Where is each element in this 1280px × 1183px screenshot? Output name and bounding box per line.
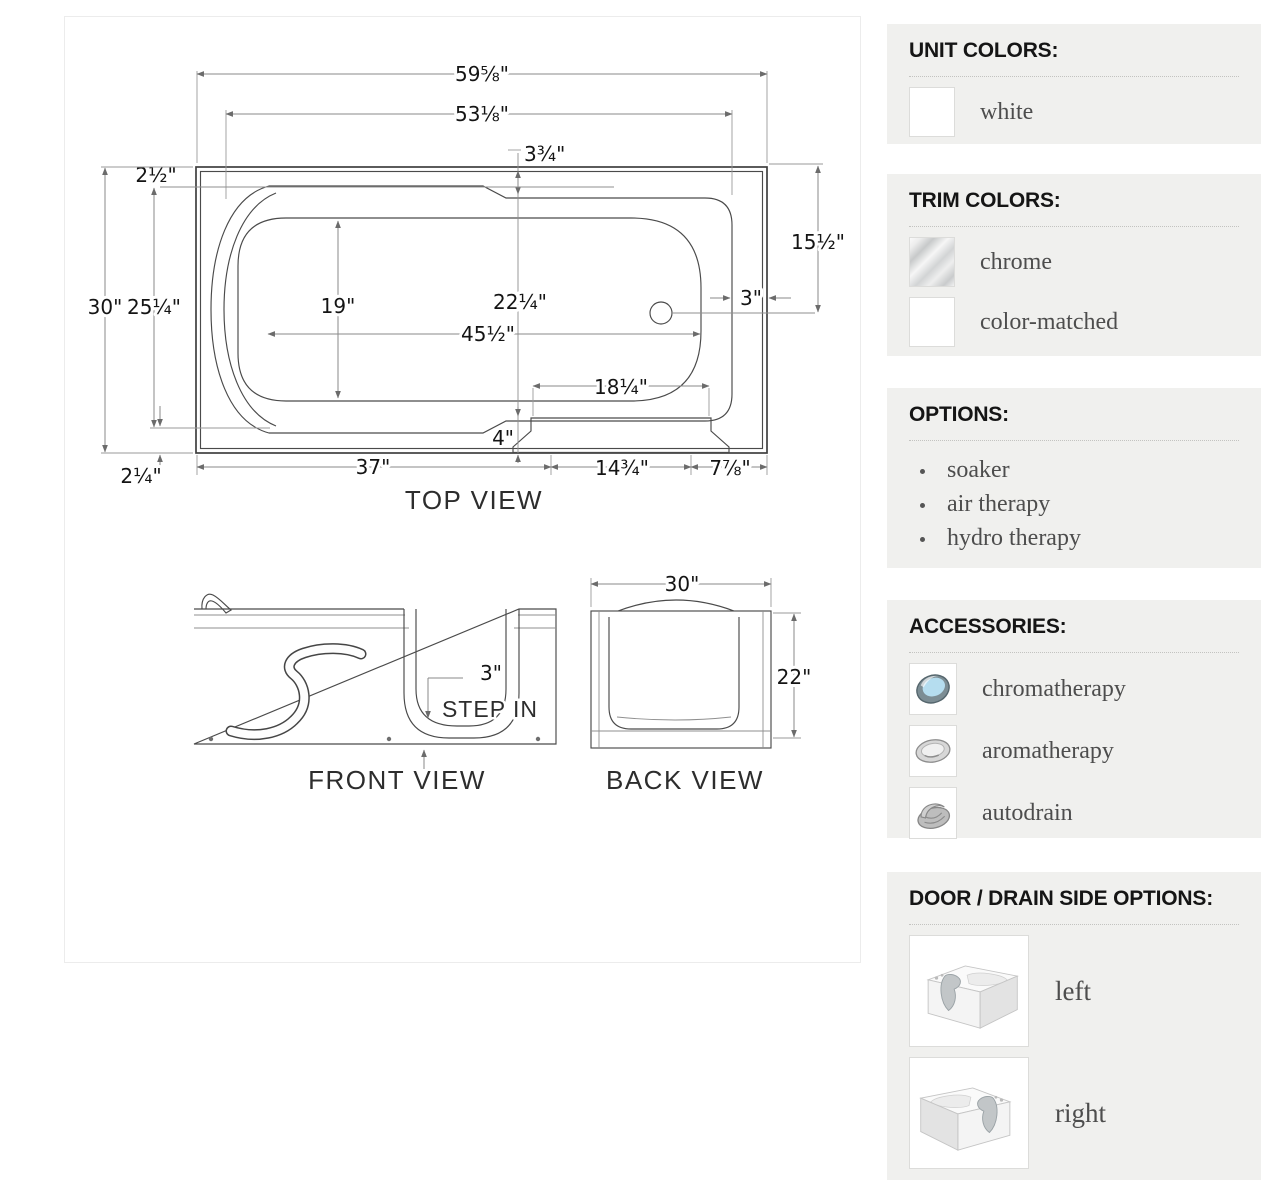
drain-circle: [649, 301, 673, 325]
accessory-autodrain[interactable]: autodrain: [909, 787, 1239, 839]
back-view-drawing: 30" 22" BACK VIEW: [590, 569, 814, 795]
step-cutout-outer: [403, 609, 520, 739]
option-soaker[interactable]: soaker: [937, 457, 1239, 484]
dim-18-1-4: 18¼": [594, 375, 648, 399]
divider: [909, 76, 1239, 77]
tub-rim-outline: [210, 185, 733, 434]
accessory-label: autodrain: [982, 799, 1073, 826]
unit-color-option-white[interactable]: white: [909, 87, 1239, 137]
tub-door-left-thumbnail[interactable]: [909, 935, 1029, 1047]
back-basin-bottom-line: [616, 716, 732, 721]
unit-colors-title: UNIT COLORS:: [909, 39, 1059, 62]
tub-deck-inner-line: [199, 170, 764, 450]
white-swatch[interactable]: [909, 297, 955, 347]
spec-drawing-panel: 59⅝" 53⅛" 3¾" 2½" 30" 25¼" 2¼" 37" 14¾" …: [64, 16, 861, 963]
accessory-label: aromatherapy: [982, 737, 1114, 764]
door-option-right[interactable]: right: [909, 1057, 1239, 1169]
door-option-label: left: [1055, 975, 1091, 1006]
swatch-label: color-matched: [980, 308, 1119, 335]
section-trim-colors: TRIM COLORS: chrome color-matched: [887, 174, 1261, 356]
dim-14-3-4: 14¾": [595, 456, 649, 480]
dim-inner-depth: 25¼": [127, 295, 181, 319]
back-outline: [590, 610, 772, 749]
divider: [909, 924, 1239, 925]
grab-bar-fill: [227, 644, 365, 739]
trim-option-chrome[interactable]: chrome: [909, 237, 1239, 287]
step-in-label: STEP IN: [442, 696, 538, 722]
faucet-spout: [201, 593, 232, 614]
front-view-drawing: 3" STEP IN FRONT VIEW: [193, 593, 557, 795]
chromatherapy-icon[interactable]: [909, 663, 957, 715]
dim-2-1-4: 2¼": [120, 464, 161, 488]
accessory-label: chromatherapy: [982, 675, 1126, 702]
step-platform-outline: [512, 417, 730, 454]
back-view-title: BACK VIEW: [606, 765, 764, 795]
trim-option-color-matched[interactable]: color-matched: [909, 297, 1239, 347]
section-options: OPTIONS: soaker air therapy hydro therap…: [887, 388, 1261, 568]
dim-22-1-4: 22¼": [493, 290, 547, 314]
back-basin: [608, 617, 740, 730]
dim-3-3-4: 3¾": [524, 142, 565, 166]
tub-render-left: [926, 965, 1019, 1029]
section-door-drain: DOOR / DRAIN SIDE OPTIONS: left: [887, 872, 1261, 1180]
tub-render-right: [919, 1087, 1012, 1151]
dim-37: 37": [356, 455, 391, 479]
divider: [909, 440, 1239, 441]
base-dot: [386, 736, 392, 742]
tub-deck-outline: [195, 166, 768, 454]
chrome-swatch[interactable]: [909, 237, 955, 287]
front-dim-step: 3": [480, 661, 502, 685]
autodrain-icon[interactable]: [909, 787, 957, 839]
options-list: soaker air therapy hydro therapy: [915, 457, 1239, 552]
tub-basin-outline: [237, 217, 702, 402]
dim-4: 4": [492, 426, 514, 450]
tub-door-right-thumbnail[interactable]: [909, 1057, 1029, 1169]
dim-3: 3": [740, 286, 762, 310]
back-dome: [617, 599, 735, 612]
back-dim-height: 22": [777, 665, 812, 689]
tub-door-arc: [223, 192, 277, 427]
accessory-chromatherapy[interactable]: chromatherapy: [909, 663, 1239, 715]
swatch-label: chrome: [980, 248, 1052, 275]
section-unit-colors: UNIT COLORS: white: [887, 24, 1261, 144]
top-view-title: TOP VIEW: [405, 485, 543, 515]
dim-15-1-2: 15½": [791, 230, 845, 254]
back-dim-width: 30": [665, 572, 700, 596]
door-option-left[interactable]: left: [909, 935, 1239, 1047]
swatch-label: white: [980, 98, 1034, 125]
front-view-title: FRONT VIEW: [308, 765, 486, 795]
base-dot: [535, 736, 541, 742]
accessory-aromatherapy[interactable]: aromatherapy: [909, 725, 1239, 777]
step-cutout-inner: [415, 609, 507, 727]
divider: [909, 652, 1239, 653]
option-air-therapy[interactable]: air therapy: [937, 491, 1239, 518]
dim-45-1-2: 45½": [461, 322, 515, 346]
accessories-title: ACCESSORIES:: [909, 615, 1067, 638]
dim-overall-depth: 30": [88, 295, 123, 319]
top-view-drawing: 59⅝" 53⅛" 3¾" 2½" 30" 25¼" 2¼" 37" 14¾" …: [85, 59, 848, 515]
options-title: OPTIONS:: [909, 403, 1009, 426]
base-dot: [208, 736, 214, 742]
section-accessories: ACCESSORIES: chromatherapy a: [887, 600, 1261, 839]
trim-colors-title: TRIM COLORS:: [909, 189, 1061, 212]
tub-spec-diagram: 59⅝" 53⅛" 3¾" 2½" 30" 25¼" 2¼" 37" 14¾" …: [85, 59, 848, 795]
dim-7-7-8: 7⅞": [709, 456, 750, 480]
dim-overall-width: 59⅝": [455, 62, 509, 86]
white-swatch[interactable]: [909, 87, 955, 137]
aromatherapy-icon[interactable]: [909, 725, 957, 777]
option-hydro-therapy[interactable]: hydro therapy: [937, 525, 1239, 552]
door-drain-title: DOOR / DRAIN SIDE OPTIONS:: [909, 887, 1213, 910]
door-option-label: right: [1055, 1097, 1106, 1128]
dim-rim-width: 53⅛": [455, 102, 509, 126]
dim-19: 19": [321, 294, 356, 318]
divider: [909, 226, 1239, 227]
